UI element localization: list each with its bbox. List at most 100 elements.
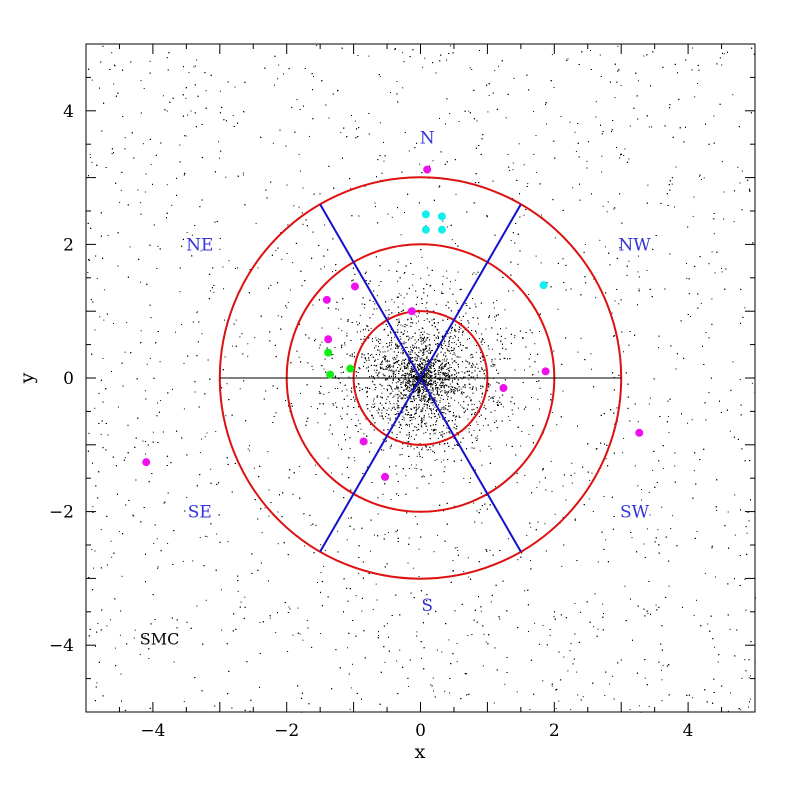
background-point <box>542 680 544 682</box>
background-point <box>359 387 361 389</box>
background-point <box>96 277 98 279</box>
background-point <box>410 408 412 410</box>
background-point <box>426 422 428 424</box>
background-point <box>593 278 595 280</box>
background-point <box>604 246 606 248</box>
background-point <box>375 337 377 339</box>
background-point <box>595 101 597 103</box>
background-point <box>421 256 423 258</box>
background-point <box>542 624 544 626</box>
background-point <box>450 391 452 393</box>
background-point <box>481 396 483 398</box>
background-point <box>107 434 109 436</box>
background-point <box>528 294 530 295</box>
background-point <box>268 489 270 491</box>
background-point <box>348 517 349 519</box>
background-point <box>534 622 536 624</box>
background-point <box>433 381 435 383</box>
background-point <box>383 449 385 451</box>
background-point <box>277 511 279 513</box>
background-point <box>647 612 649 614</box>
background-point <box>495 390 497 392</box>
background-point <box>412 398 414 400</box>
background-point <box>409 388 411 390</box>
background-point <box>435 359 437 361</box>
background-point <box>434 459 436 461</box>
background-point <box>485 641 487 643</box>
background-point <box>493 396 495 398</box>
background-point <box>432 404 434 406</box>
background-point <box>436 355 438 356</box>
background-point <box>479 450 481 452</box>
background-point <box>384 359 386 361</box>
background-point <box>386 361 388 363</box>
background-point <box>391 371 393 373</box>
background-point <box>94 407 96 409</box>
background-point <box>423 432 425 434</box>
background-point <box>374 369 375 371</box>
background-point <box>574 472 576 474</box>
background-point <box>346 395 348 397</box>
background-point <box>441 291 443 293</box>
background-point <box>313 76 314 78</box>
background-point <box>476 435 478 437</box>
background-point <box>318 347 320 349</box>
background-point <box>558 700 560 702</box>
background-point <box>426 393 428 395</box>
background-point <box>674 465 676 467</box>
background-point <box>451 389 452 391</box>
background-point <box>483 407 485 408</box>
background-point <box>418 548 420 550</box>
background-point <box>408 394 410 396</box>
background-point <box>396 434 398 436</box>
background-point <box>87 272 89 273</box>
background-point <box>394 388 396 390</box>
background-point <box>365 328 366 330</box>
background-point <box>424 364 426 366</box>
background-point <box>486 355 488 356</box>
background-point <box>382 346 384 348</box>
background-point <box>418 329 420 331</box>
background-point <box>439 376 441 378</box>
background-point <box>196 311 198 313</box>
background-point <box>467 635 469 637</box>
background-point <box>140 281 142 283</box>
background-point <box>514 369 516 371</box>
background-point <box>415 341 417 343</box>
background-point <box>302 187 304 189</box>
background-point <box>306 620 308 622</box>
background-point <box>378 407 380 409</box>
background-point <box>186 496 188 498</box>
background-point <box>320 544 322 546</box>
background-point <box>425 379 427 381</box>
background-point <box>435 421 437 423</box>
background-point <box>399 336 401 338</box>
background-point <box>529 366 531 368</box>
background-point <box>711 251 713 253</box>
background-point <box>411 464 413 466</box>
background-point <box>693 614 695 616</box>
background-point <box>460 319 462 321</box>
background-point <box>628 260 630 262</box>
background-point <box>412 369 414 371</box>
background-point <box>406 394 407 396</box>
background-point <box>100 529 102 531</box>
background-point <box>450 385 452 387</box>
background-point <box>434 363 436 365</box>
background-point <box>400 348 402 350</box>
background-point <box>441 343 443 345</box>
background-point <box>387 364 389 366</box>
background-point <box>160 400 162 401</box>
background-point <box>374 384 376 386</box>
background-point <box>405 475 407 477</box>
background-point <box>481 340 483 342</box>
background-point <box>414 339 416 341</box>
background-point <box>468 110 470 112</box>
background-point <box>411 389 413 391</box>
background-point <box>570 709 572 711</box>
background-point <box>455 370 456 372</box>
background-point <box>476 345 478 346</box>
background-point <box>120 673 122 675</box>
background-point <box>423 476 425 478</box>
background-point <box>394 336 395 338</box>
